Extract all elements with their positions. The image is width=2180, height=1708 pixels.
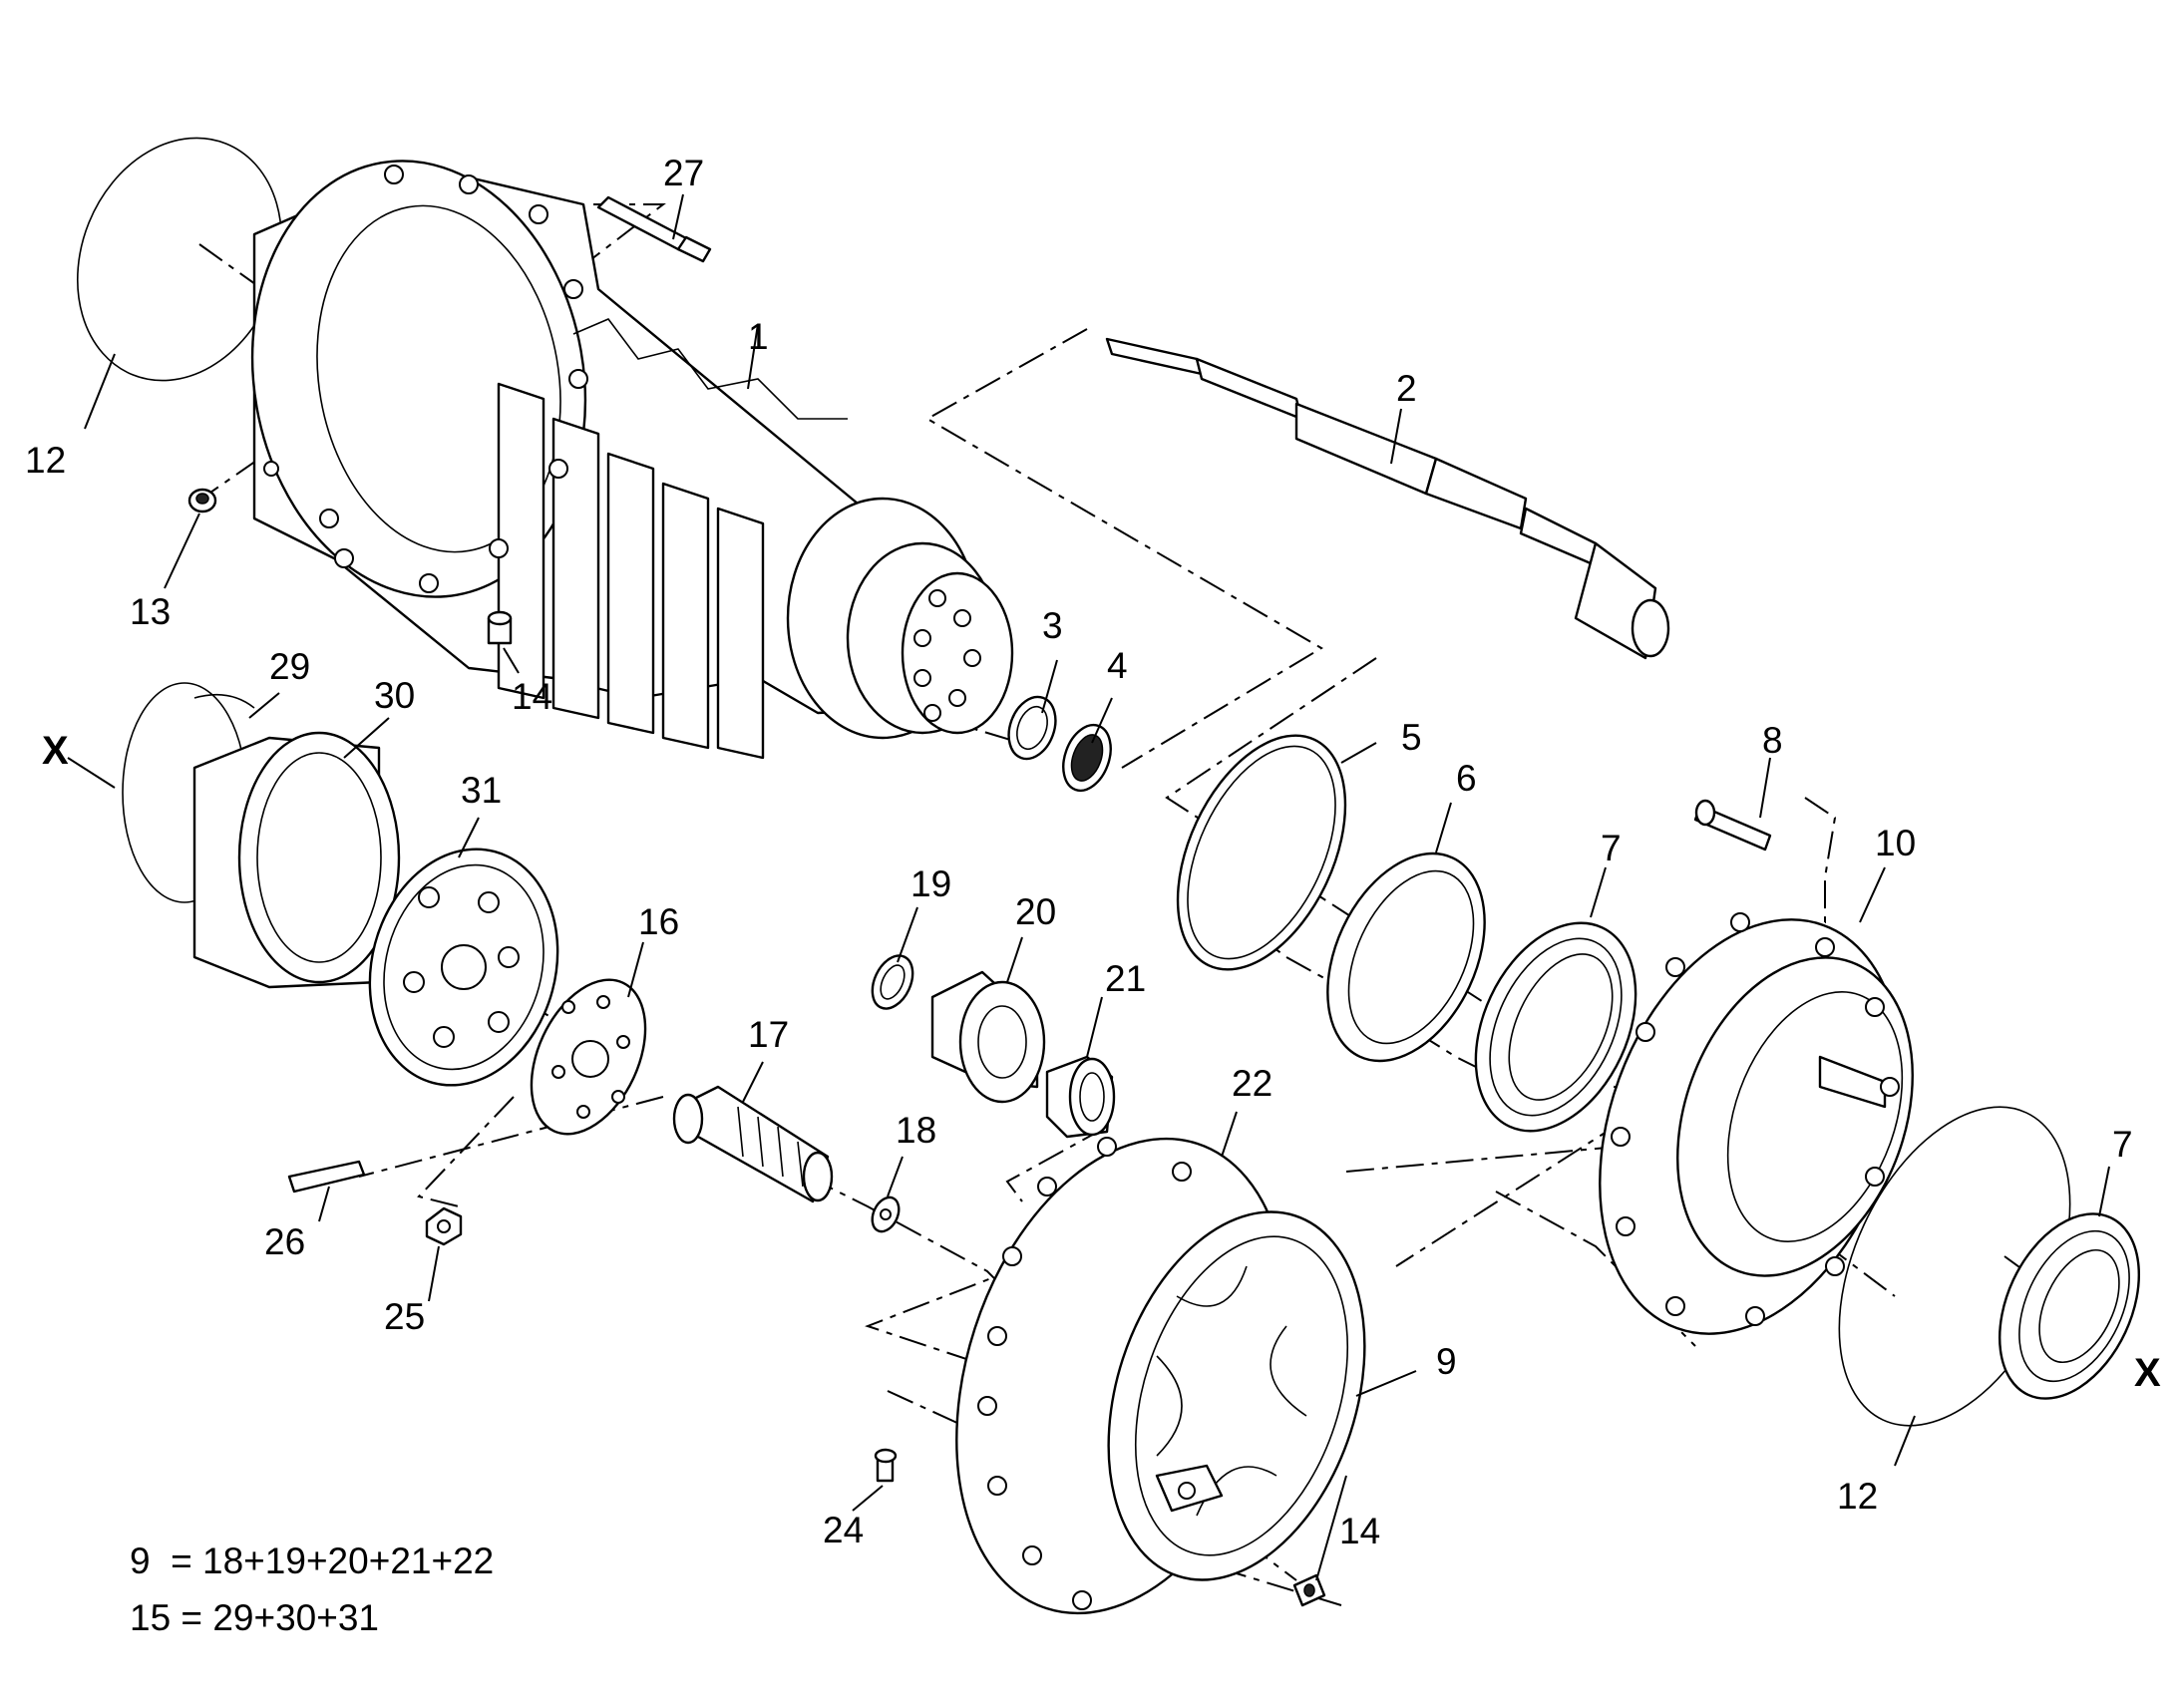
callout-29: 29	[269, 646, 310, 687]
callout-labels: 1 2 3 4 5 6 7 7 8 9 10 12 12 13 14 14 16…	[25, 153, 2161, 1551]
part-3-thrust-washer	[1007, 695, 1057, 761]
callout-26: 26	[264, 1221, 305, 1262]
legend-line-kit-15: 15 = 29+30+31	[130, 1597, 380, 1638]
callout-31: 31	[461, 770, 502, 811]
part-19-circlip	[871, 954, 914, 1010]
part-9-planetary-cover	[1107, 1210, 1366, 1581]
callout-21: 21	[1105, 958, 1146, 999]
callout-27: 27	[663, 153, 704, 193]
part-27-bolt	[596, 195, 712, 263]
part-17-sun-gear	[672, 1085, 834, 1203]
part-21-needle-bearing	[1045, 1055, 1116, 1139]
callout-1: 1	[748, 316, 769, 357]
callout-6: 6	[1456, 758, 1477, 799]
callout-20: 20	[1015, 891, 1056, 932]
part-6-shaft-seal	[1326, 852, 1486, 1063]
part-24-screw	[874, 1448, 898, 1483]
callout-4: 4	[1107, 645, 1128, 686]
part-5-o-ring	[1176, 734, 1347, 971]
callout-16: 16	[638, 901, 679, 942]
part-30-ring-gear	[192, 731, 401, 989]
callout-24: 24	[823, 1510, 864, 1550]
callout-22: 22	[1232, 1063, 1272, 1104]
callout-10: 10	[1875, 823, 1916, 863]
part-2-axle-shaft	[1105, 337, 1670, 660]
callout-3: 3	[1042, 605, 1063, 646]
callout-12-lower: 12	[1837, 1476, 1878, 1517]
part-14-plug-upper	[487, 610, 513, 645]
callout-12-upper: 12	[25, 440, 66, 481]
part-18-washer	[871, 1196, 901, 1233]
callout-14-lower: 14	[1339, 1511, 1380, 1551]
callout-8: 8	[1762, 720, 1783, 761]
callout-25: 25	[384, 1296, 425, 1337]
callout-30: 30	[374, 675, 415, 716]
part-25-nut	[425, 1206, 463, 1246]
callout-19: 19	[910, 863, 951, 904]
part-10-wheel-hub	[1599, 912, 1914, 1335]
callout-17: 17	[748, 1014, 789, 1055]
part-26-stud	[287, 1160, 366, 1194]
part-7-bearing-inner	[1474, 921, 1637, 1133]
callout-13: 13	[130, 591, 171, 632]
legend-line-kit-9: 9 = 18+19+20+21+22	[130, 1540, 495, 1581]
part-8-wheel-stud	[1693, 799, 1772, 852]
marker-x-right: X	[2134, 1351, 2161, 1395]
part-4-seal	[1062, 723, 1112, 793]
part-1-axle-housing	[250, 160, 1014, 760]
leader-lines	[67, 193, 2110, 1581]
callout-18: 18	[896, 1110, 936, 1151]
callout-2: 2	[1396, 368, 1417, 409]
part-14-plug-lower	[1292, 1573, 1326, 1607]
part-20-planet-gear	[930, 970, 1046, 1104]
part-31-planet-carrier	[368, 848, 559, 1087]
spindle-bolt-holes	[913, 589, 981, 722]
housing-ribs	[497, 318, 848, 760]
part-16-thrust-plate	[530, 978, 647, 1136]
callout-5: 5	[1401, 717, 1422, 758]
part-13-plug	[187, 488, 217, 513]
part-7-bearing-outer	[1998, 1212, 2141, 1400]
marker-x-left: X	[42, 729, 69, 773]
callout-7-upper: 7	[1601, 828, 1622, 868]
callout-14-upper: 14	[512, 676, 552, 717]
flange-bolt-holes	[319, 165, 588, 593]
callout-9: 9	[1436, 1341, 1457, 1382]
callout-7-lower: 7	[2112, 1124, 2133, 1165]
